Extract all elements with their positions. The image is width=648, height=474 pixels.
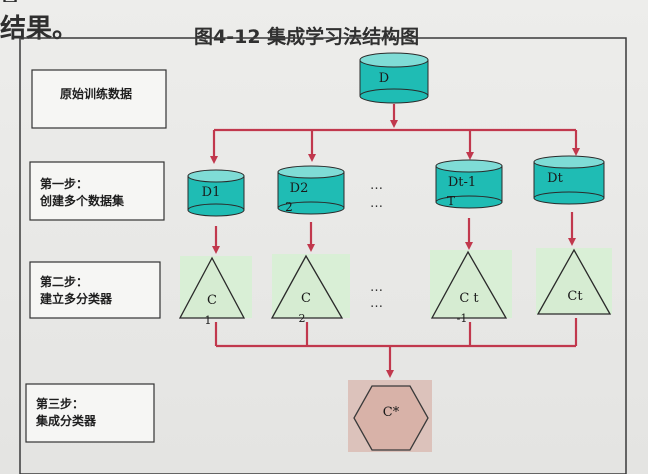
step2-title: 第二步： bbox=[40, 275, 89, 289]
step1-desc: 创建多个数据集 bbox=[40, 194, 125, 208]
ellipsis-classifiers-1: … bbox=[370, 280, 384, 295]
classifier-1-label: C bbox=[207, 293, 217, 308]
classifier-2-sub: 2 bbox=[298, 312, 306, 325]
dataset-t-label: Dt bbox=[547, 171, 563, 186]
dataset-1-label: D1 bbox=[201, 185, 221, 200]
step3-box bbox=[25, 383, 155, 443]
source-label: D bbox=[378, 71, 390, 86]
dataset-2-sub: 2 bbox=[285, 200, 293, 214]
ensemble-label: C* bbox=[382, 405, 400, 420]
dataset-cylinder-t-1 bbox=[435, 159, 503, 209]
ensemble-hexagon bbox=[353, 385, 429, 451]
step2-box bbox=[29, 261, 161, 319]
classifier-triangle-2 bbox=[270, 254, 344, 319]
figure-title: 图4-12 集成学习法结构图 bbox=[194, 26, 420, 48]
step3-desc: 集成分类器 bbox=[36, 414, 97, 428]
classifier-2-label: C bbox=[301, 291, 311, 306]
dataset-cylinder-2 bbox=[277, 165, 345, 215]
classifier-1-sub: 1 bbox=[204, 314, 212, 327]
source-dataset-cylinder bbox=[359, 52, 429, 104]
cropped-heading: 结果。 bbox=[0, 14, 79, 44]
cropped-heading-top: 总 bbox=[0, 0, 80, 2]
raw-data-label: 原始训练数据 bbox=[60, 87, 133, 101]
step1-box bbox=[29, 161, 165, 221]
diagram-frame bbox=[19, 37, 627, 474]
classifier-triangle-t bbox=[536, 248, 612, 315]
ellipsis-datasets-2: … bbox=[370, 196, 384, 211]
step1-title: 第一步： bbox=[40, 177, 89, 191]
raw-data-box bbox=[31, 69, 167, 129]
dataset-t-1-label: Dt-1 bbox=[447, 175, 477, 190]
dataset-cylinder-t bbox=[533, 155, 605, 205]
classifier-t-1-sub: -1 bbox=[456, 312, 468, 325]
dataset-2-label: D2 bbox=[289, 181, 309, 196]
step3-title: 第三步： bbox=[36, 397, 85, 411]
dataset-cylinder-1 bbox=[187, 169, 245, 217]
classifier-t-1-label: C t bbox=[459, 291, 479, 306]
ellipsis-classifiers-2: … bbox=[370, 296, 384, 311]
step2-desc: 建立多分类器 bbox=[40, 292, 113, 306]
ellipsis-datasets-1: … bbox=[370, 178, 384, 193]
dataset-t-1-sub: T bbox=[446, 194, 455, 208]
classifier-t-label: Ct bbox=[567, 289, 583, 304]
classifier-triangle-t-1 bbox=[430, 250, 508, 319]
classifier-triangle-1 bbox=[178, 256, 246, 319]
